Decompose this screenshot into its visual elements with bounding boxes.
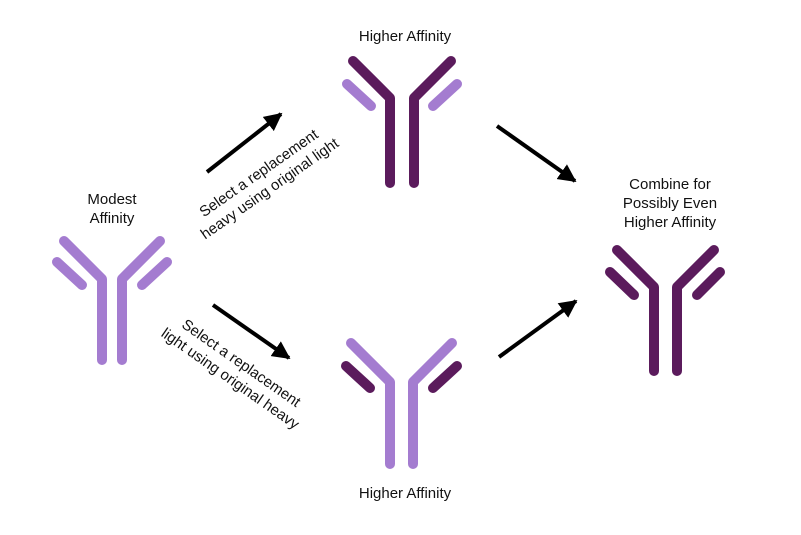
modest-label-line: Modest: [87, 191, 137, 208]
bottom-antibody-label: Higher Affinity: [358, 485, 452, 502]
combine-label-line: Higher Affinity: [623, 214, 717, 231]
top-antibody-label: Higher Affinity: [358, 28, 452, 45]
modest-antibody-heavy-right-chain: [117, 236, 165, 365]
combined-antibody: [605, 245, 725, 376]
bottom-antibody-heavy-right-chain: [408, 338, 457, 469]
combined-antibody-light-right-chain: [692, 267, 725, 300]
modest-antibody-light-right-chain: [137, 257, 172, 290]
arrow-modest-to-top: [205, 112, 283, 174]
bottom-antibody-light-left-chain: [341, 361, 375, 393]
combined-antibody-light-left-chain: [605, 267, 639, 300]
bottom-antibody-light-right-chain: [428, 361, 462, 393]
arrow-top-to-combined: [495, 124, 577, 183]
modest-antibody: [52, 236, 172, 365]
top-antibody-heavy-left-chain: [348, 56, 395, 188]
top-antibody: [342, 56, 462, 188]
arrow-bottom-to-combined: [497, 299, 578, 359]
modest-antibody-heavy-left-chain: [59, 236, 107, 365]
top-antibody-light-right-chain: [428, 79, 462, 111]
modest-antibody-light-left-chain: [52, 257, 87, 290]
arrow-modest-to-bottom: [211, 303, 291, 360]
combine-label-line: Combine for: [629, 176, 711, 193]
combine-label-line: Possibly Even: [622, 195, 718, 212]
combined-antibody-label: Combine for Possibly Even Higher Affinit…: [575, 175, 765, 232]
modest-antibody-label: Modest Affinity: [52, 190, 172, 228]
modest-label-line: Affinity: [89, 210, 135, 227]
top-antibody-heavy-right-chain: [409, 56, 456, 188]
bottom-antibody: [341, 338, 462, 469]
combined-antibody-heavy-right-chain: [672, 245, 719, 376]
top-antibody-light-left-chain: [342, 79, 376, 111]
combined-antibody-heavy-left-chain: [612, 245, 659, 376]
bottom-antibody-heavy-left-chain: [346, 338, 395, 469]
